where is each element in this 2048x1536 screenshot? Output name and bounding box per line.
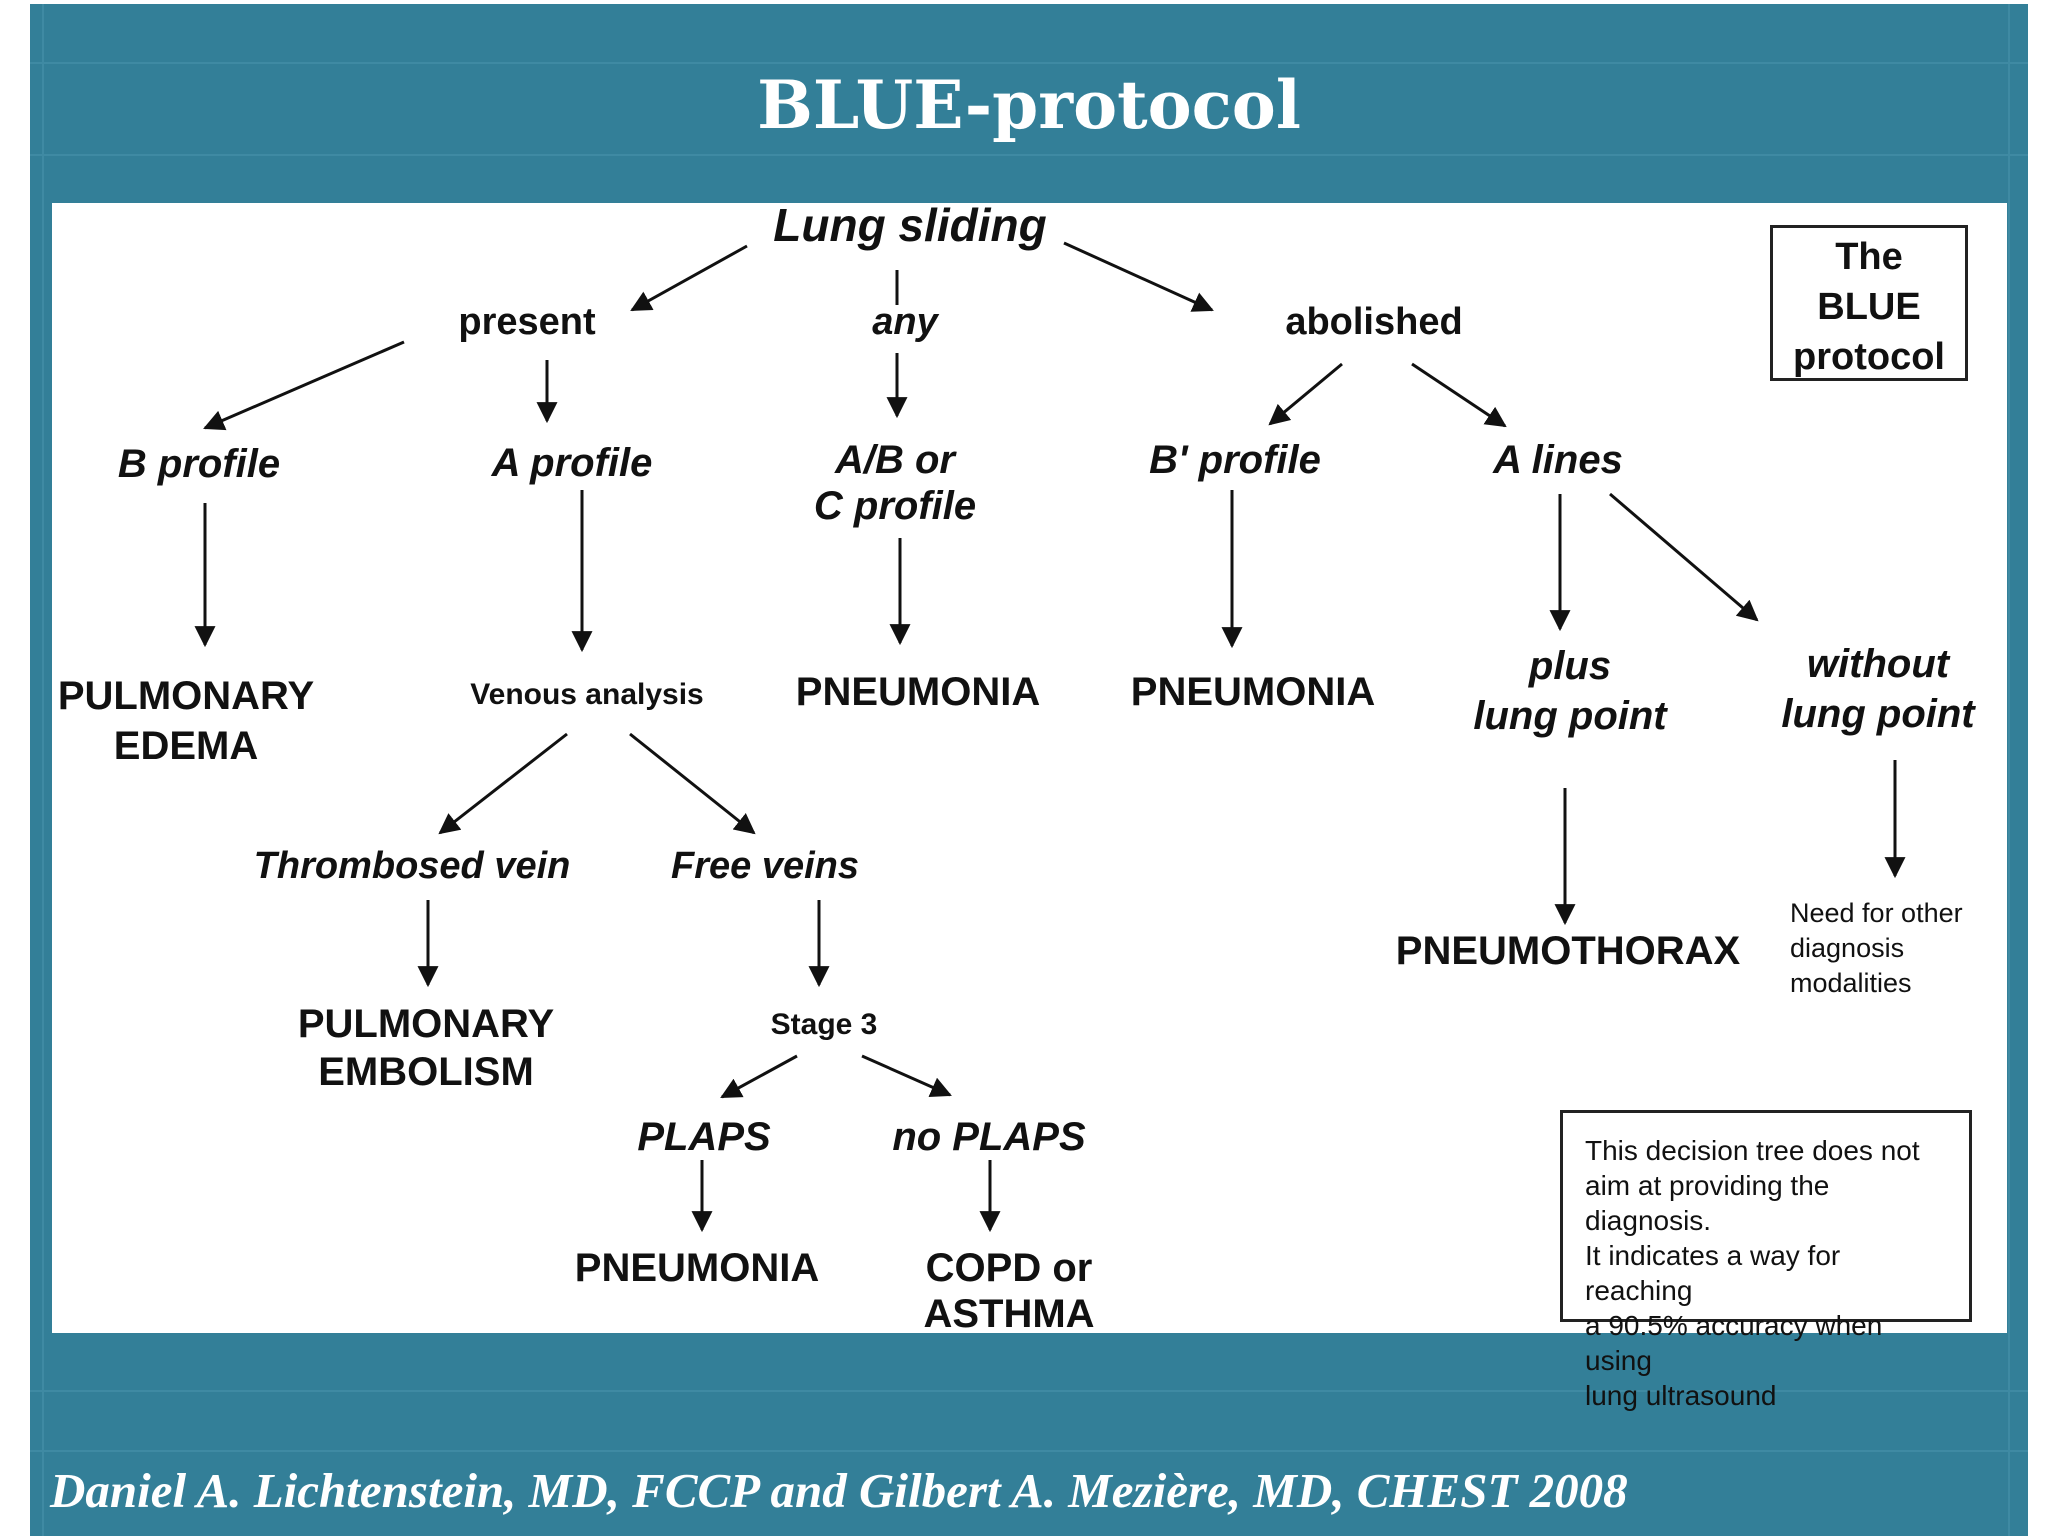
frame-rule (30, 1450, 2028, 1452)
citation: Daniel A. Lichtenstein, MD, FCCP and Gil… (50, 1463, 1628, 1518)
arrow (861, 1054, 952, 1097)
node-b-profile: B profile (117, 442, 281, 486)
node-lung-sliding: Lung sliding (773, 199, 1047, 251)
arrow (1063, 241, 1214, 312)
node-plaps: PLAPS (637, 1115, 771, 1159)
node-pneumonia-2: PNEUMONIA (1130, 670, 1376, 714)
arrow (629, 732, 756, 835)
node-thrombosed-vein: Thrombosed vein (253, 845, 571, 887)
node-stage-3: Stage 3 (770, 1008, 878, 1041)
node-a-lines: A lines (1493, 438, 1623, 482)
node-no-plaps: no PLAPS (892, 1115, 1086, 1159)
node-present: present (458, 301, 596, 343)
arrow (1411, 362, 1507, 428)
node-pneumonia-3: PNEUMONIA (574, 1246, 820, 1290)
arrow (203, 340, 405, 431)
frame-rule (2008, 4, 2010, 1536)
arrow (438, 732, 568, 835)
frame-rule (30, 62, 2028, 64)
arrow (630, 244, 748, 312)
node-any: any (872, 301, 938, 343)
tree-arrows (194, 241, 1906, 1233)
slide-frame: BLUE-protocol (30, 4, 2028, 1536)
frame-rule (42, 4, 44, 1536)
node-a-profile: A profile (491, 441, 653, 485)
frame-rule (30, 154, 2028, 156)
arrow (720, 1054, 798, 1099)
arrow (1609, 492, 1759, 622)
node-free-veins: Free veins (671, 845, 859, 887)
node-pneumothorax: PNEUMOTHORAX (1395, 929, 1741, 973)
node-abolished: abolished (1285, 301, 1463, 343)
node-pneumonia-1: PNEUMONIA (795, 670, 1041, 714)
arrow (1268, 362, 1343, 426)
node-b-prime-profile: B' profile (1149, 438, 1321, 482)
node-venous-analysis: Venous analysis (470, 678, 704, 711)
frame-rule (30, 1390, 2028, 1392)
decision-tree-panel: Lung sliding present any abolished B pro… (52, 199, 2007, 1411)
slide-title: BLUE-protocol (757, 66, 1301, 144)
